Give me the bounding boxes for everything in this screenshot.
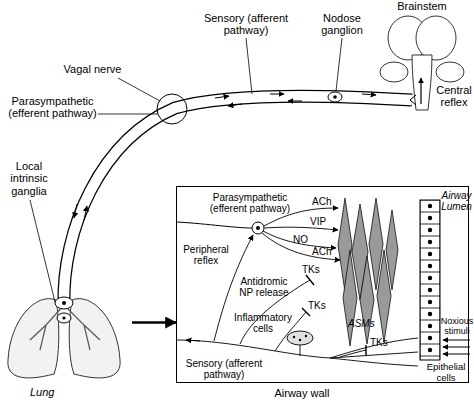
leader-line: [118, 78, 160, 101]
annotation-label: TKs: [302, 264, 328, 275]
nerve-terminal: [302, 275, 366, 355]
afferent-trunk: [177, 340, 330, 358]
afferent-branch: [300, 345, 301, 356]
ganglion-dot: [62, 316, 65, 319]
smooth-muscle-cell: [360, 256, 374, 344]
ganglion-dot: [333, 95, 337, 99]
afferent-branch: [330, 338, 418, 358]
smooth-muscle-cell: [352, 204, 368, 300]
intrinsic-ganglion: [55, 297, 73, 309]
annotation-label: Antidromic NP release: [235, 276, 293, 298]
afferent-branch: [330, 352, 418, 358]
antidromic-branch: [340, 350, 366, 357]
ganglion-dot: [256, 226, 260, 230]
vagal-nerve-highlight: [157, 94, 187, 124]
efferent-arrow: [228, 104, 242, 106]
vagal-nerve-outline: [64, 96, 412, 305]
efferent-branch: [264, 227, 338, 230]
stimulus-arrow: [443, 354, 470, 355]
efferent-arrow: [74, 204, 77, 218]
annotation-label: Inflammatory cells: [232, 312, 294, 334]
annotation-label: VIP: [310, 216, 336, 227]
annotation-label: Central reflex: [434, 84, 474, 109]
node-label: Lung: [30, 386, 70, 399]
brain-part: [416, 16, 456, 60]
annotation-label: Noxious stimuli: [440, 316, 474, 336]
ganglion-dot: [62, 301, 66, 305]
afferent-arrow: [215, 96, 229, 98]
nodose-ganglion: [328, 92, 342, 102]
epithelium: [420, 200, 440, 360]
leader-line: [98, 114, 158, 115]
efferent-branch: [263, 231, 336, 248]
inflammatory-cell: [287, 331, 313, 345]
afferent-arrow: [186, 340, 200, 341]
granule: [299, 339, 301, 341]
annotation-label: TKs: [308, 300, 334, 311]
annotation-label: ASMs: [348, 318, 380, 329]
granule: [293, 336, 295, 338]
smooth-muscle-cell: [377, 250, 391, 342]
annotation-label: Local intrinsic ganglia: [4, 160, 54, 197]
annotation-label: Vagal nerve: [55, 63, 130, 75]
annotation-label: ACh: [312, 246, 338, 257]
annotation-label: ACh: [312, 196, 338, 207]
node-outline: [2, 262, 132, 384]
annotation-label: Epithelial cells: [420, 362, 472, 383]
annotation-label: Nodose ganglion: [316, 12, 368, 37]
smooth-muscle-cell: [386, 210, 398, 290]
stimulus-arrow: [443, 347, 470, 348]
smooth-muscle-cell: [338, 198, 352, 292]
airway-wall-inset: Airway wall: [176, 186, 469, 383]
lung-region: Lung: [2, 262, 132, 384]
brain-part: [436, 62, 464, 82]
afferent-branch: [330, 358, 418, 366]
brain-part: [380, 62, 408, 82]
afferent-arrow: [84, 206, 87, 220]
node-label: Brainstem: [372, 0, 472, 13]
annotation-label: Peripheral reflex: [180, 244, 232, 266]
afferent-arrow: [270, 94, 284, 95]
smooth-muscle-cell: [343, 250, 357, 346]
annotation-label: TKs: [370, 337, 396, 348]
smooth-muscle-cell: [369, 198, 383, 290]
annotation-label: Parasympathetic (efferent pathway): [5, 95, 100, 120]
annotation-label: Airway Lumen: [440, 190, 473, 212]
efferent-fiber: [177, 222, 252, 228]
annotation-label: Sensory (afferent pathway): [180, 358, 268, 380]
afferent-arrow: [362, 94, 376, 95]
annotation-label: Parasympathetic (efferent pathway): [205, 192, 295, 214]
lung-lobe: [8, 299, 59, 378]
annotation-label: NO: [293, 234, 315, 245]
vagal-nerve-lumen: [64, 96, 412, 305]
connector-arrow: [132, 321, 176, 324]
annotation-label: Sensory (afferent pathway): [200, 12, 292, 37]
brain-part: [412, 55, 432, 110]
efferent-arrow: [288, 101, 302, 102]
parasympathetic-ganglion: [252, 222, 264, 234]
leader-line: [336, 38, 342, 91]
node-label: Airway wall: [257, 387, 347, 400]
leader-line: [30, 200, 55, 302]
granule: [305, 335, 307, 337]
lung-lobe: [69, 299, 120, 378]
leader-line: [246, 38, 252, 94]
intrinsic-ganglion: [57, 313, 71, 323]
efferent-branch: [262, 233, 340, 260]
stimulus-arrow: [443, 340, 470, 341]
